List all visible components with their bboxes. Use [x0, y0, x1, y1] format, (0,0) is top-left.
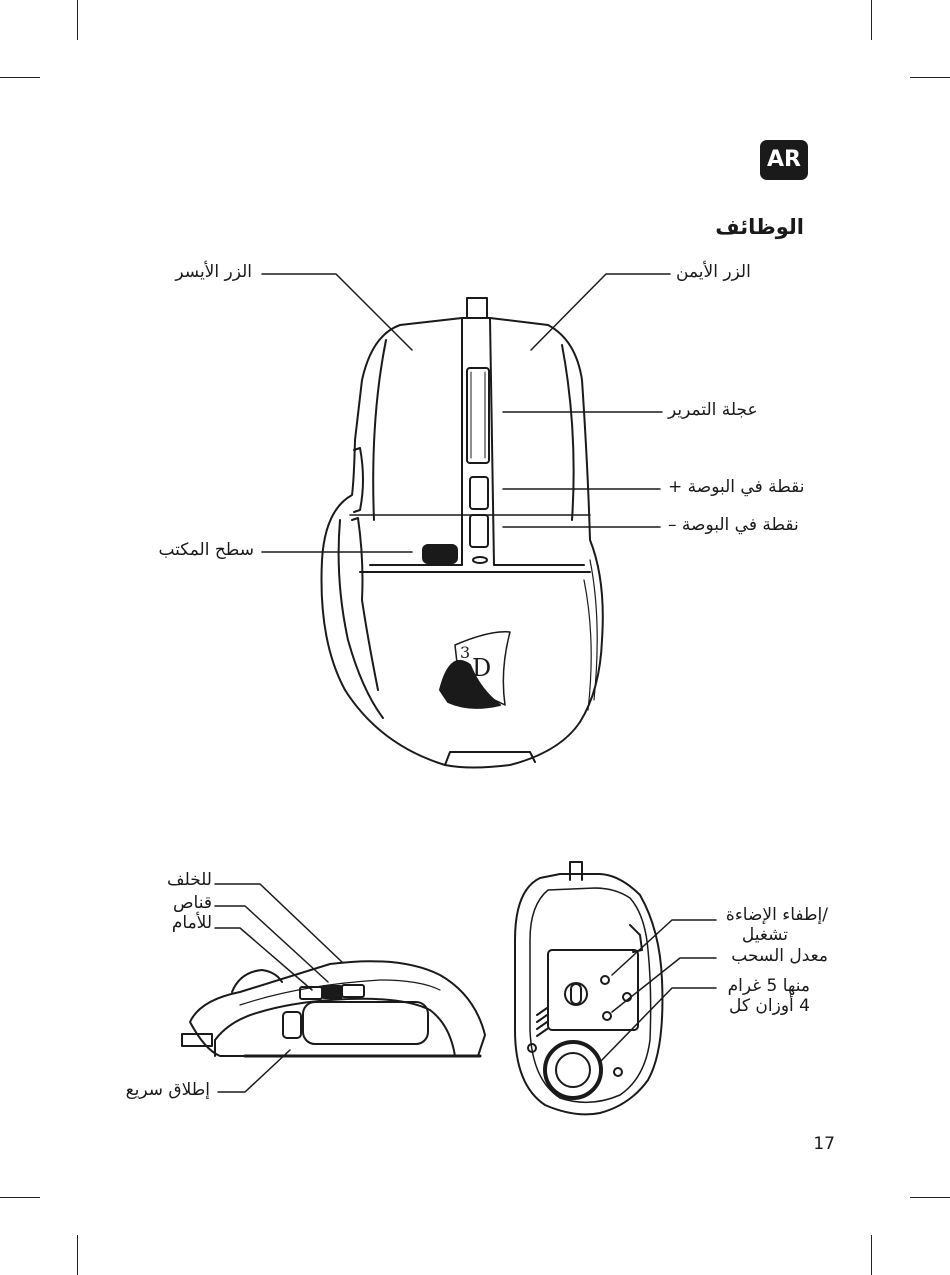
section-title: الوظائف: [715, 215, 804, 239]
crop-mark: [77, 0, 78, 40]
crop-mark: [871, 1235, 872, 1275]
polling-rate-switch: [603, 1012, 611, 1020]
leader-right-button: [531, 274, 670, 350]
label-dpi-minus: نقطة في البوصة –: [668, 515, 799, 535]
label-polling-rate: معدل السحب: [731, 946, 828, 966]
dpi-plus-button: [470, 477, 488, 509]
weight-cartridge: [545, 1042, 601, 1098]
mouse-side-view: [182, 884, 485, 1092]
label-back: للخلف: [166, 870, 212, 890]
leader-polling-rate: [612, 958, 716, 1012]
label-weights: منها 5 غرام 4 أوزان كل: [728, 976, 810, 1016]
side-cable: [182, 1034, 212, 1046]
svg-text:D: D: [472, 654, 491, 682]
desktop-button: [423, 545, 457, 563]
bottom-cable: [570, 862, 582, 880]
mouse-cable: [467, 298, 487, 318]
crop-mark: [910, 77, 950, 78]
bottom-body: [515, 874, 662, 1114]
rapid-fire-button: [283, 1012, 301, 1038]
side-buttons: [354, 448, 363, 512]
mouse-top-view: D 3: [262, 274, 670, 768]
bottom-center-plate: [548, 950, 638, 1030]
optical-sensor: [565, 983, 587, 1005]
light-toggle-switch: [601, 976, 609, 984]
crop-mark: [871, 0, 872, 40]
label-forward: للأمام: [171, 913, 212, 933]
back-button-shape: [342, 985, 364, 997]
label-left-button: الزر الأيسر: [175, 262, 252, 282]
dpi-minus-button: [470, 515, 488, 547]
label-rapid-fire: إطلاق سريع: [125, 1080, 210, 1100]
scroll-wheel-shape: [467, 368, 489, 463]
label-desktop: سطح المكتب: [158, 540, 254, 560]
crop-mark: [0, 77, 40, 78]
crop-mark: [77, 1235, 78, 1275]
leader-rapid-fire: [218, 1050, 290, 1092]
side-button-panel: [303, 1002, 428, 1044]
right-inner-curve: [562, 345, 574, 520]
leader-light-toggle: [612, 920, 716, 975]
mouse-top-body: [321, 318, 602, 768]
sniper-button-shape: [322, 986, 342, 998]
label-weights-line2: 4 أوزان كل: [729, 996, 810, 1016]
left-button-edge: [370, 318, 462, 565]
leader-left-button: [262, 274, 412, 350]
right-button-edge: [490, 318, 584, 565]
label-weights-line1: منها 5 غرام: [727, 976, 810, 996]
leader-sniper: [215, 906, 328, 982]
leader-back: [215, 884, 342, 962]
leader-forward: [215, 928, 312, 990]
crop-mark: [910, 1197, 950, 1198]
label-right-button: الزر الأيمن: [676, 262, 751, 282]
side-body: [190, 961, 485, 1056]
left-inner-curve: [373, 340, 386, 520]
page-number: 17: [813, 1134, 835, 1154]
mouse-bottom-view: [515, 862, 716, 1114]
label-light-toggle-line2: تشغيل: [741, 925, 788, 945]
label-sniper: قناص: [173, 893, 212, 913]
leader-weights: [600, 988, 716, 1062]
label-scroll-wheel: عجلة التمرير: [668, 400, 758, 420]
brand-logo: D 3: [440, 632, 510, 708]
label-dpi-plus: نقطة في البوصة +: [668, 477, 805, 497]
side-wheel: [232, 970, 282, 992]
language-badge: AR: [760, 140, 808, 180]
label-light-toggle: /إطفاء الإضاءة تشغيل: [726, 905, 828, 945]
label-light-toggle-line1: /إطفاء الإضاءة: [725, 905, 828, 925]
svg-text:3: 3: [460, 643, 470, 662]
crop-mark: [0, 1197, 40, 1198]
